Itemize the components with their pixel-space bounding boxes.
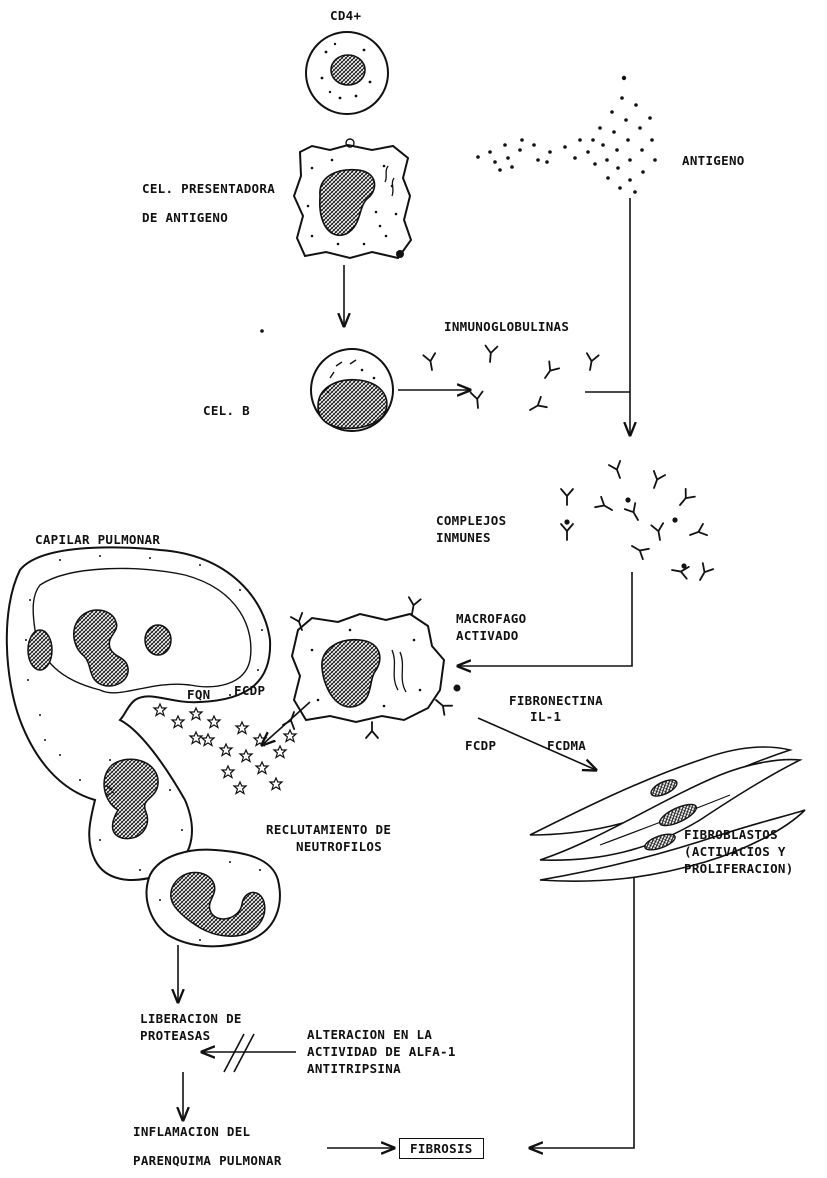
- immunoglobulins: [423, 346, 598, 416]
- fibroblasts-line1: FIBROBLASTOS: [684, 826, 794, 843]
- recruitment-line2: NEUTROFILOS: [266, 838, 391, 855]
- antigen-presenting-cell: [294, 139, 411, 258]
- stray-dot: [260, 329, 264, 333]
- protease-line1: LIBERACION DE: [140, 1010, 242, 1027]
- macrophage-label: MACROFAGO ACTIVADO: [456, 610, 526, 644]
- alpha1-line1: ALTERACION EN LA: [307, 1026, 456, 1043]
- protease-label: LIBERACION DE PROTEASAS: [140, 1010, 242, 1044]
- apc-label: CEL. PRESENTADORA DE ANTIGENO: [142, 180, 275, 226]
- apc-label-line1: CEL. PRESENTADORA: [142, 180, 275, 197]
- cd4-cell: [306, 32, 388, 114]
- cd4-label: CD4+: [330, 7, 361, 24]
- protease-line2: PROTEASAS: [140, 1027, 242, 1044]
- alpha1-line2: ACTIVIDAD DE ALFA-1: [307, 1043, 456, 1060]
- recruitment-line1: RECLUTAMIENTO DE: [266, 821, 391, 838]
- fibroblasts-line3: PROLIFERACION): [684, 860, 794, 877]
- fibrosis-box: FIBROSIS: [399, 1138, 484, 1159]
- fqn-chemotactic-factor: [154, 704, 296, 794]
- immune-complexes-line1: COMPLEJOS: [436, 512, 506, 529]
- immune-complexes-line2: INMUNES: [436, 529, 506, 546]
- pulmonary-capillary-label: CAPILAR PULMONAR: [35, 531, 160, 548]
- macrophage-line1: MACROFAGO: [456, 610, 526, 627]
- apc-label-line2: DE ANTIGENO: [142, 209, 275, 226]
- il1-label: IL-1: [530, 708, 561, 725]
- inflammation-label: INFLAMACION DEL PARENQUIMA PULMONAR: [133, 1123, 282, 1169]
- antigen-particles: [476, 76, 657, 194]
- alpha1-label: ALTERACION EN LA ACTIVIDAD DE ALFA-1 ANT…: [307, 1026, 456, 1077]
- b-cell-label: CEL. B: [203, 402, 250, 419]
- activated-macrophage: [283, 597, 461, 738]
- inflammation-line1: INFLAMACION DEL: [133, 1123, 282, 1140]
- fcdma-label: FCDMA: [547, 737, 586, 754]
- antigen-label: ANTIGENO: [682, 152, 745, 169]
- inflammation-line2: PARENQUIMA PULMONAR: [133, 1152, 282, 1169]
- fibroblasts-label: FIBROBLASTOS (ACTIVACIOS Y PROLIFERACION…: [684, 826, 794, 877]
- fqn-label: FQN: [187, 686, 210, 703]
- alpha1-line3: ANTITRIPSINA: [307, 1060, 456, 1077]
- fcdp-left-label: FCDP: [234, 682, 265, 699]
- macrophage-line2: ACTIVADO: [456, 627, 526, 644]
- fibroblasts-line2: (ACTIVACIOS Y: [684, 843, 794, 860]
- pulmonary-capillary: [7, 547, 270, 880]
- fibronectin-label: FIBRONECTINA: [509, 692, 603, 709]
- b-cell: [311, 349, 393, 431]
- fcdp-right-label: FCDP: [465, 737, 496, 754]
- immune-complexes: [561, 461, 713, 583]
- immune-complexes-label: COMPLEJOS INMUNES: [436, 512, 506, 546]
- neutrophil: [147, 850, 280, 947]
- recruitment-label: RECLUTAMIENTO DE NEUTROFILOS: [266, 821, 391, 855]
- immunoglobulins-label: INMUNOGLOBULINAS: [444, 318, 569, 335]
